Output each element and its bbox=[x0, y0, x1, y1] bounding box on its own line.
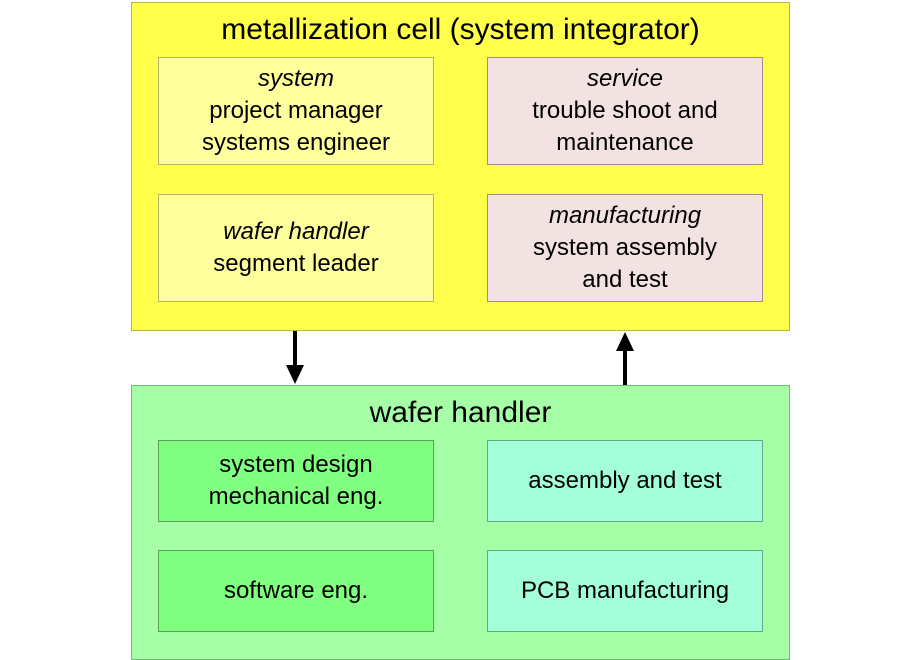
arrow-down-icon bbox=[286, 331, 304, 384]
service-line-1: trouble shoot and bbox=[532, 97, 718, 124]
manufacturing-line-1: system assembly bbox=[532, 234, 718, 261]
software-eng-line-1: software eng. bbox=[223, 577, 369, 604]
system-role: system bbox=[257, 65, 334, 92]
wafer-handler-title: wafer handler bbox=[369, 396, 552, 429]
manufacturing-line-2: and test bbox=[582, 266, 668, 293]
service-box: service trouble shoot and maintenance bbox=[487, 57, 763, 165]
system-box: system project manager systems engineer bbox=[158, 57, 434, 165]
system-design-box: system design mechanical eng. bbox=[158, 440, 434, 522]
assembly-test-line-1: assembly and test bbox=[528, 467, 722, 494]
system-design-line-2: mechanical eng. bbox=[208, 483, 384, 510]
system-line-2: systems engineer bbox=[201, 129, 391, 156]
metallization-cell-title: metallization cell (system integrator) bbox=[221, 13, 700, 46]
system-line-1: project manager bbox=[209, 97, 383, 124]
manufacturing-role: manufacturing bbox=[548, 202, 702, 229]
wafer-handler-role-box: wafer handler segment leader bbox=[158, 194, 434, 302]
manufacturing-box: manufacturing system assembly and test bbox=[487, 194, 763, 302]
wafer-handler-line-1: segment leader bbox=[213, 250, 379, 277]
software-eng-box: software eng. bbox=[158, 550, 434, 632]
pcb-manufacturing-box: PCB manufacturing bbox=[487, 550, 763, 632]
assembly-test-box: assembly and test bbox=[487, 440, 763, 522]
service-role: service bbox=[586, 65, 664, 92]
system-design-line-1: system design bbox=[219, 451, 373, 478]
arrow-up-icon bbox=[616, 332, 634, 385]
wafer-handler-role: wafer handler bbox=[223, 218, 369, 245]
service-line-2: maintenance bbox=[556, 129, 694, 156]
pcb-manufacturing-line-1: PCB manufacturing bbox=[520, 577, 730, 604]
